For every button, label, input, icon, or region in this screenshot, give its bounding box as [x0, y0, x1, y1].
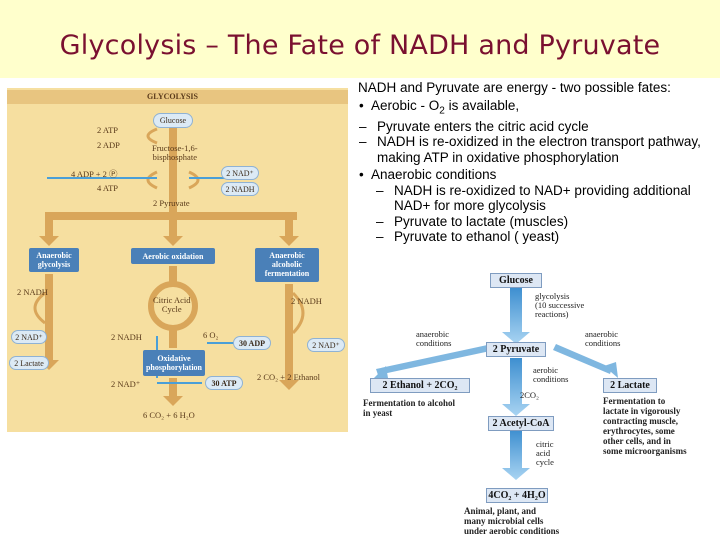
glycolysis-header: GLYCOLYSIS — [147, 92, 198, 101]
aerobic-oxidation-box: Aerobic oxidation — [131, 248, 215, 264]
pyruvate-box: 2 Pyruvate — [486, 342, 546, 357]
bullet-anaerobic: Anaerobic conditions — [356, 167, 718, 183]
left-nad-pill: 2 NAD⁺ — [11, 330, 47, 344]
fermentation-lactate-label: Fermentation to lactate in vigorously co… — [603, 396, 687, 456]
ethanol-box: 2 Ethanol + 2CO₂ — [370, 378, 470, 393]
co2-label: 2CO₂ — [520, 390, 540, 400]
lactate-box: 2 Lactate — [603, 378, 657, 393]
co2-h2o-box: 4CO₂ + 4H₂O — [486, 488, 548, 503]
anaerobic-point-2: Pyruvate to lactate (muscles) — [376, 214, 718, 230]
pyruvate-fates-figure: Glucose glycolysis (10 successive reacti… — [360, 270, 716, 538]
anaerobic-left-label: anaerobic conditions — [416, 329, 452, 348]
glucose-box: Glucose — [490, 273, 542, 288]
aerobic-point-1: Pyruvate enters the citric acid cycle — [359, 119, 718, 135]
nadh-2-pill: 2 NADH — [221, 182, 259, 196]
slide-title: Glycolysis – The Fate of NADH and Pyruva… — [59, 30, 661, 61]
pyruvate-2-label: 2 Pyruvate — [153, 198, 190, 208]
glycolysis-label: glycolysis (10 successive reactions) — [535, 291, 585, 319]
alcoholic-fermentation-box: Anaerobic alcoholic fermentation — [255, 248, 319, 282]
anaerobic-right-label: anaerobic conditions — [585, 329, 621, 348]
left-lactate-pill: 2 Lactate — [9, 356, 49, 370]
fructose-bisphosphate-label: Fructose-1,6- bisphosphate — [152, 143, 198, 162]
citric-acid-cycle-label: citric acid cycle — [536, 439, 554, 467]
bullet-aerobic: Aerobic - O2 is available, — [356, 98, 718, 119]
aerobic-conditions-label: aerobic conditions — [533, 365, 569, 384]
aerobic-prefix: Aerobic - O — [371, 97, 440, 113]
animal-plant-label: Animal, plant, and many microbial cells … — [464, 506, 560, 536]
aerobic-point-2: NADH is re-oxidized in the electron tran… — [359, 134, 718, 165]
aerobic-sub: 2 — [439, 105, 445, 117]
atp-4-label: 4 ATP — [97, 183, 119, 193]
anaerobic-glycolysis-box: Anaerobic glycolysis — [29, 248, 79, 272]
adp-4-pi-label: 4 ADP + 2 Ⓟ — [71, 169, 118, 179]
oxygen-6-label: 6 O₂ — [203, 330, 219, 340]
citric-acid-cycle-label: Citric Acid Cycle — [153, 295, 191, 314]
right-nad-pill: 2 NAD⁺ — [307, 338, 345, 352]
adp-30-pill: 30 ADP — [233, 336, 271, 350]
fates-text: NADH and Pyruvate are energy - two possi… — [356, 80, 718, 245]
glycolysis-fates-figure: GLYCOLYSIS Glucose 2 ATP 2 ADP Fructose-… — [7, 88, 348, 432]
anaerobic-point-3: Pyruvate to ethanol ( yeast) — [376, 229, 718, 245]
anaerobic-point-1: NADH is re-oxidized to NAD+ providing ad… — [376, 183, 718, 214]
acetyl-coa-box: 2 Acetyl-CoA — [488, 416, 554, 431]
atp-30-pill: 30 ATP — [205, 376, 243, 390]
co2-ethanol-label: 2 CO₂ + 2 Ethanol — [257, 372, 321, 382]
right-nadh-label: 2 NADH — [291, 296, 322, 306]
middle-nadh-label: 2 NADH — [111, 332, 142, 342]
title-bar — [0, 0, 720, 78]
left-nadh-label: 2 NADH — [17, 287, 48, 297]
bullets-heading: NADH and Pyruvate are energy - two possi… — [358, 80, 671, 95]
right-figure-arrows — [372, 288, 618, 480]
nad-plus-2-pill: 2 NAD⁺ — [221, 166, 259, 180]
co2-h2o-label: 6 CO₂ + 6 H₂O — [143, 410, 195, 420]
glucose-node: Glucose — [153, 113, 193, 128]
aerobic-suffix: is available, — [444, 97, 520, 113]
middle-nad-label: 2 NAD⁺ — [111, 379, 141, 389]
fermentation-alcohol-label: Fermentation to alcohol in yeast — [363, 398, 455, 418]
atp-2-label: 2 ATP — [97, 125, 119, 135]
adp-2-label: 2 ADP — [97, 140, 120, 150]
oxidative-phosphorylation-box: Oxidative phosphorylation — [143, 350, 205, 376]
